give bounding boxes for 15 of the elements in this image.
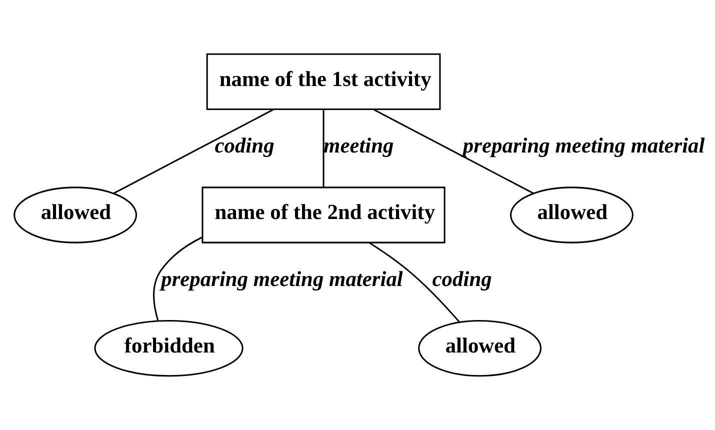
edge-label: preparing meeting material (161, 266, 403, 291)
node-box: name of the 2nd activity (202, 186, 446, 244)
connector (153, 236, 203, 321)
node-ellipse: allowed (14, 186, 138, 244)
node-ellipse: allowed (418, 320, 542, 377)
node-box: name of the 1st activity (206, 53, 441, 110)
connector (368, 242, 460, 322)
connector (322, 110, 324, 188)
edge-label: preparing meeting material (462, 133, 705, 158)
node-ellipse: allowed (510, 186, 634, 244)
connector (113, 108, 274, 194)
edge-label: coding (214, 133, 274, 158)
node-ellipse: forbidden (94, 320, 244, 377)
connector (373, 108, 534, 194)
edge-label: coding (432, 266, 492, 291)
